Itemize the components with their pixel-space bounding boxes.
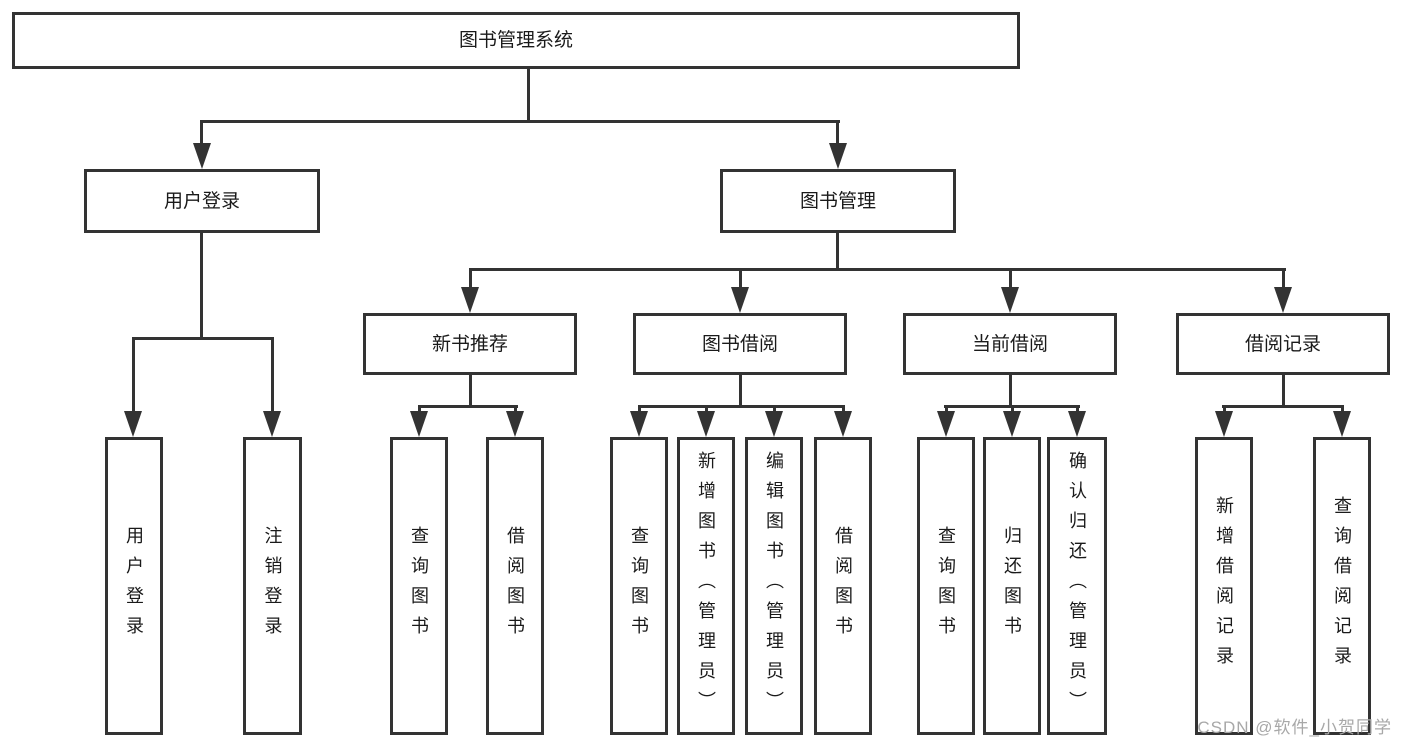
connector-line <box>842 405 845 415</box>
watermark: CSDN @软件_小贺同学 <box>1197 718 1392 737</box>
node-leaf-borrow-books: 借阅图书 <box>814 437 872 735</box>
connector-line <box>1282 268 1285 290</box>
connector-line <box>1341 405 1344 415</box>
connector-line <box>200 120 840 123</box>
node-book-management: 图书管理 <box>720 169 956 233</box>
arrow-down-icon <box>697 411 715 437</box>
connector-line <box>638 405 641 415</box>
node-current-borrow: 当前借阅 <box>903 313 1117 375</box>
connector-line <box>1282 375 1285 408</box>
node-leaf-user-login: 用户登录 <box>105 437 163 735</box>
node-leaf-query-borrow-record: 查询借阅记录 <box>1313 437 1371 735</box>
node-leaf-edit-books-admin: 编辑图书（管理员） <box>745 437 803 735</box>
arrow-down-icon <box>829 143 847 169</box>
connector-line <box>1076 405 1079 415</box>
node-leaf-recommend-query-books: 查询图书 <box>390 437 448 735</box>
arrow-down-icon <box>1274 287 1292 313</box>
arrow-down-icon <box>834 411 852 437</box>
node-leaf-current-query-books: 查询图书 <box>917 437 975 735</box>
node-borrow-records: 借阅记录 <box>1176 313 1390 375</box>
arrow-down-icon <box>731 287 749 313</box>
arrow-down-icon <box>1001 287 1019 313</box>
connector-line <box>1011 405 1014 415</box>
connector-line <box>469 375 472 408</box>
connector-line <box>469 268 472 290</box>
connector-line <box>705 405 708 415</box>
connector-line <box>638 405 845 408</box>
node-book-borrow: 图书借阅 <box>633 313 847 375</box>
connector-line <box>739 268 742 290</box>
node-leaf-logout: 注销登录 <box>243 437 302 735</box>
arrow-down-icon <box>937 411 955 437</box>
connector-line <box>514 405 517 415</box>
connector-line <box>132 337 135 413</box>
arrow-down-icon <box>506 411 524 437</box>
connector-line <box>836 120 839 145</box>
connector-line <box>1009 375 1012 408</box>
arrow-down-icon <box>193 143 211 169</box>
connector-line <box>945 405 948 415</box>
connector-line <box>1009 268 1012 290</box>
connector-line <box>200 233 203 339</box>
arrow-down-icon <box>263 411 281 437</box>
arrow-down-icon <box>1003 411 1021 437</box>
node-new-book-recommend: 新书推荐 <box>363 313 577 375</box>
connector-line <box>271 337 274 413</box>
arrow-down-icon <box>461 287 479 313</box>
connector-line <box>836 233 839 270</box>
connector-line <box>200 120 203 145</box>
arrow-down-icon <box>1215 411 1233 437</box>
arrow-down-icon <box>765 411 783 437</box>
connector-line <box>1222 405 1344 408</box>
connector-line <box>132 337 274 340</box>
node-leaf-return-books: 归还图书 <box>983 437 1041 735</box>
connector-line <box>773 405 776 415</box>
connector-line <box>418 405 421 415</box>
node-leaf-borrow-query-books: 查询图书 <box>610 437 668 735</box>
arrow-down-icon <box>630 411 648 437</box>
node-leaf-recommend-borrow-books: 借阅图书 <box>486 437 544 735</box>
node-user-login: 用户登录 <box>84 169 320 233</box>
node-leaf-add-books-admin: 新增图书（管理员） <box>677 437 735 735</box>
node-leaf-confirm-return-admin: 确认归还（管理员） <box>1047 437 1107 735</box>
arrow-down-icon <box>1333 411 1351 437</box>
connector-line <box>527 69 530 122</box>
node-leaf-add-borrow-record: 新增借阅记录 <box>1195 437 1253 735</box>
arrow-down-icon <box>124 411 142 437</box>
arrow-down-icon <box>410 411 428 437</box>
connector-line <box>1223 405 1226 415</box>
connector-line <box>739 375 742 408</box>
node-library-system: 图书管理系统 <box>12 12 1020 69</box>
arrow-down-icon <box>1068 411 1086 437</box>
connector-line <box>469 268 1286 271</box>
connector-line <box>418 405 518 408</box>
